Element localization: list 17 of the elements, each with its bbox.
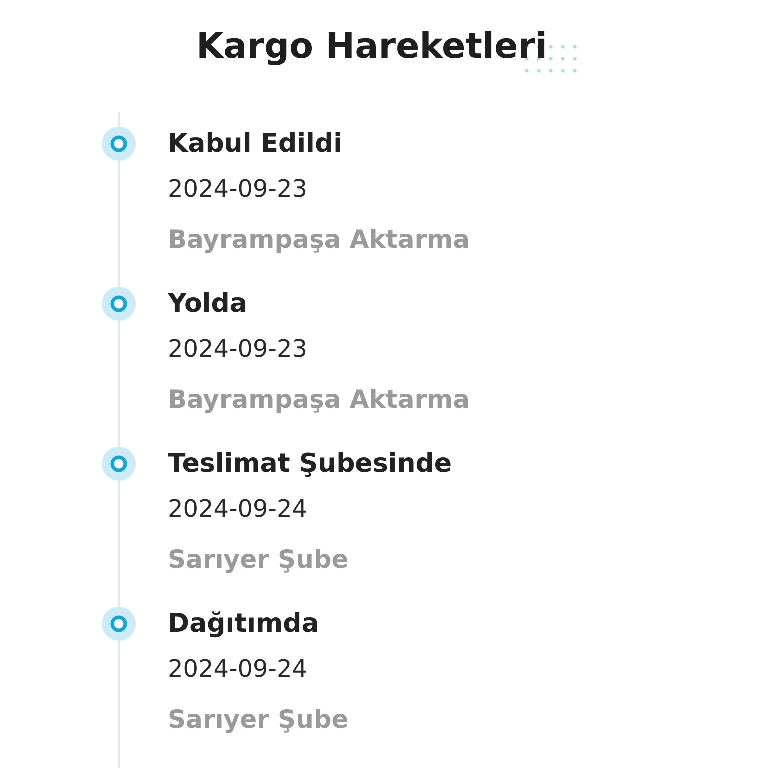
- location-text: Bayrampaşa Aktarma: [168, 224, 470, 256]
- title: Kargo Hareketleri: [196, 27, 548, 67]
- status-text: Yolda: [168, 288, 248, 320]
- date-text: 2024-09-23: [168, 334, 308, 365]
- location-text: Bayrampaşa Aktarma: [168, 384, 470, 416]
- date-text: 2024-09-24: [168, 494, 308, 525]
- status-text: Dağıtımda: [168, 608, 320, 640]
- location-text: Sarıyer Şube: [168, 704, 349, 736]
- date-text: 2024-09-24: [168, 654, 308, 685]
- timeline-dot: [102, 447, 136, 481]
- status-text: Teslimat Şubesinde: [168, 448, 452, 480]
- timeline-dot: [102, 287, 136, 321]
- date-text: 2024-09-23: [168, 174, 308, 205]
- status-text: Kabul Edildi: [168, 128, 342, 160]
- timeline-dot: [102, 127, 136, 161]
- timeline-dot: [102, 607, 136, 641]
- location-text: Sarıyer Şube: [168, 544, 349, 576]
